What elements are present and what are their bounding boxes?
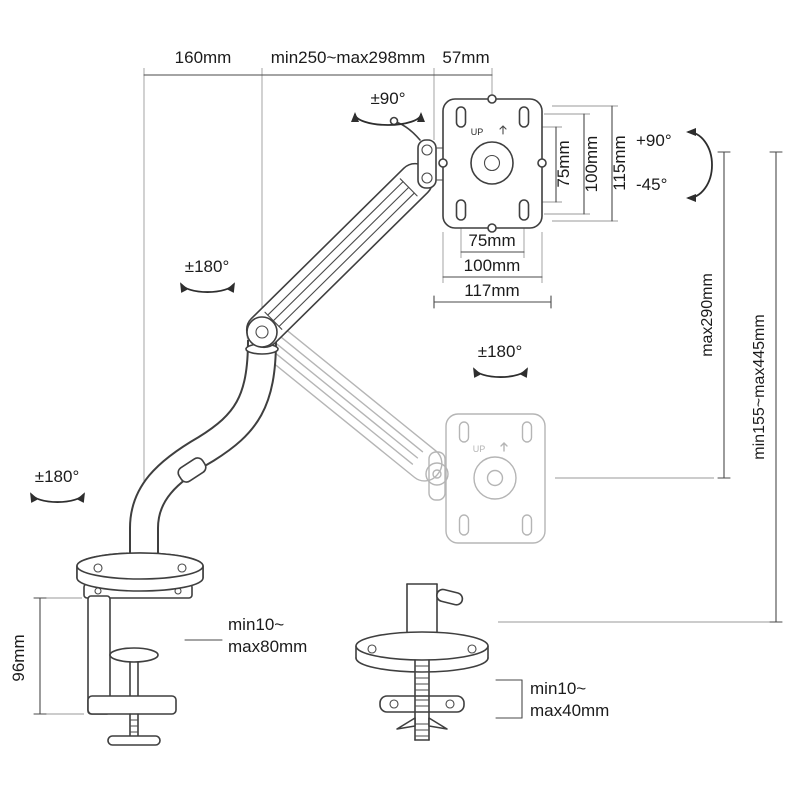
dim-160mm: 160mm xyxy=(175,48,232,67)
arm-rotation-arrow-icon xyxy=(180,282,235,293)
ghost-arm xyxy=(246,315,449,501)
vesa-horizontal-dimensions xyxy=(433,222,552,309)
pole xyxy=(129,339,279,560)
dim-vesa-h-75mm: 75mm xyxy=(468,231,515,250)
base-rotation-label: ±180° xyxy=(35,467,80,486)
vesa-plate: UP xyxy=(438,94,547,233)
arm-rotation-label: ±180° xyxy=(185,257,230,276)
ghost-vesa-plate: UP xyxy=(445,413,546,544)
grommet-lever xyxy=(436,588,464,606)
dim-vesa-h-100mm: 100mm xyxy=(464,256,521,275)
dim-min155-max445mm: min155~max445mm xyxy=(751,314,768,459)
tilt-up-label: +90° xyxy=(636,131,672,150)
vesa-slot xyxy=(518,199,530,221)
vesa-slot xyxy=(455,106,467,128)
vesa-slot xyxy=(455,199,467,221)
dim-96mm: 96mm xyxy=(9,634,28,681)
dim-57mm: 57mm xyxy=(442,48,489,67)
up-arrow-icon xyxy=(499,125,507,135)
grommet-rod xyxy=(414,659,430,741)
grommet-range-bracket xyxy=(495,679,523,719)
clamp-height-dimension xyxy=(33,597,84,715)
dim-vesa-v-100mm: 100mm xyxy=(582,136,601,193)
desk-clamp xyxy=(83,583,193,746)
cable-clip xyxy=(177,457,207,483)
ghost-arm-head xyxy=(428,451,446,501)
tilt-down-label: -45° xyxy=(636,175,667,194)
height-dimensions xyxy=(498,151,783,623)
clamp-pad xyxy=(109,647,159,663)
clamp-jaw xyxy=(87,695,177,715)
head-swivel-label: ±90° xyxy=(370,89,405,108)
clamp-range-label-line2: max80mm xyxy=(228,637,307,656)
grommet-base xyxy=(355,631,489,661)
up-label: UP xyxy=(471,127,484,137)
head-swivel-arrow-icon xyxy=(351,112,425,126)
arm-head xyxy=(389,116,445,189)
ghost-up-arrow-icon xyxy=(500,442,508,452)
clamp-screw-handle xyxy=(107,735,161,746)
clamp-range-label-line1: min10~ xyxy=(228,615,284,634)
wing-nut xyxy=(428,717,448,730)
tilt-arrow-icon xyxy=(686,128,713,202)
head-release-lever xyxy=(395,121,421,141)
vesa-vertical-dimensions xyxy=(532,105,618,222)
top-dimension-chain xyxy=(143,68,493,550)
vesa-center-hub xyxy=(470,141,514,185)
grommet-bracket xyxy=(379,695,465,713)
ghost-up-label: UP xyxy=(473,444,486,454)
dim-250-298mm: min250~max298mm xyxy=(271,48,426,67)
grommet-range-label-line1: min10~ xyxy=(530,679,586,698)
dim-vesa-v-115mm: 115mm xyxy=(610,135,629,190)
base-plate xyxy=(76,552,204,592)
vesa-rotation-arrow-icon xyxy=(473,367,528,378)
dim-max290mm: max290mm xyxy=(699,273,716,357)
grommet-mount xyxy=(355,583,489,741)
wing-nut xyxy=(396,717,416,730)
vesa-rotation-label: ±180° xyxy=(478,342,523,361)
base-rotation-arrow-icon xyxy=(30,492,85,503)
grommet-range-label-line2: max40mm xyxy=(530,701,609,720)
dim-vesa-h-117mm: 117mm xyxy=(464,281,519,300)
dim-vesa-v-75mm: 75mm xyxy=(554,140,573,187)
elbow-joint xyxy=(246,316,278,348)
vesa-slot xyxy=(518,106,530,128)
